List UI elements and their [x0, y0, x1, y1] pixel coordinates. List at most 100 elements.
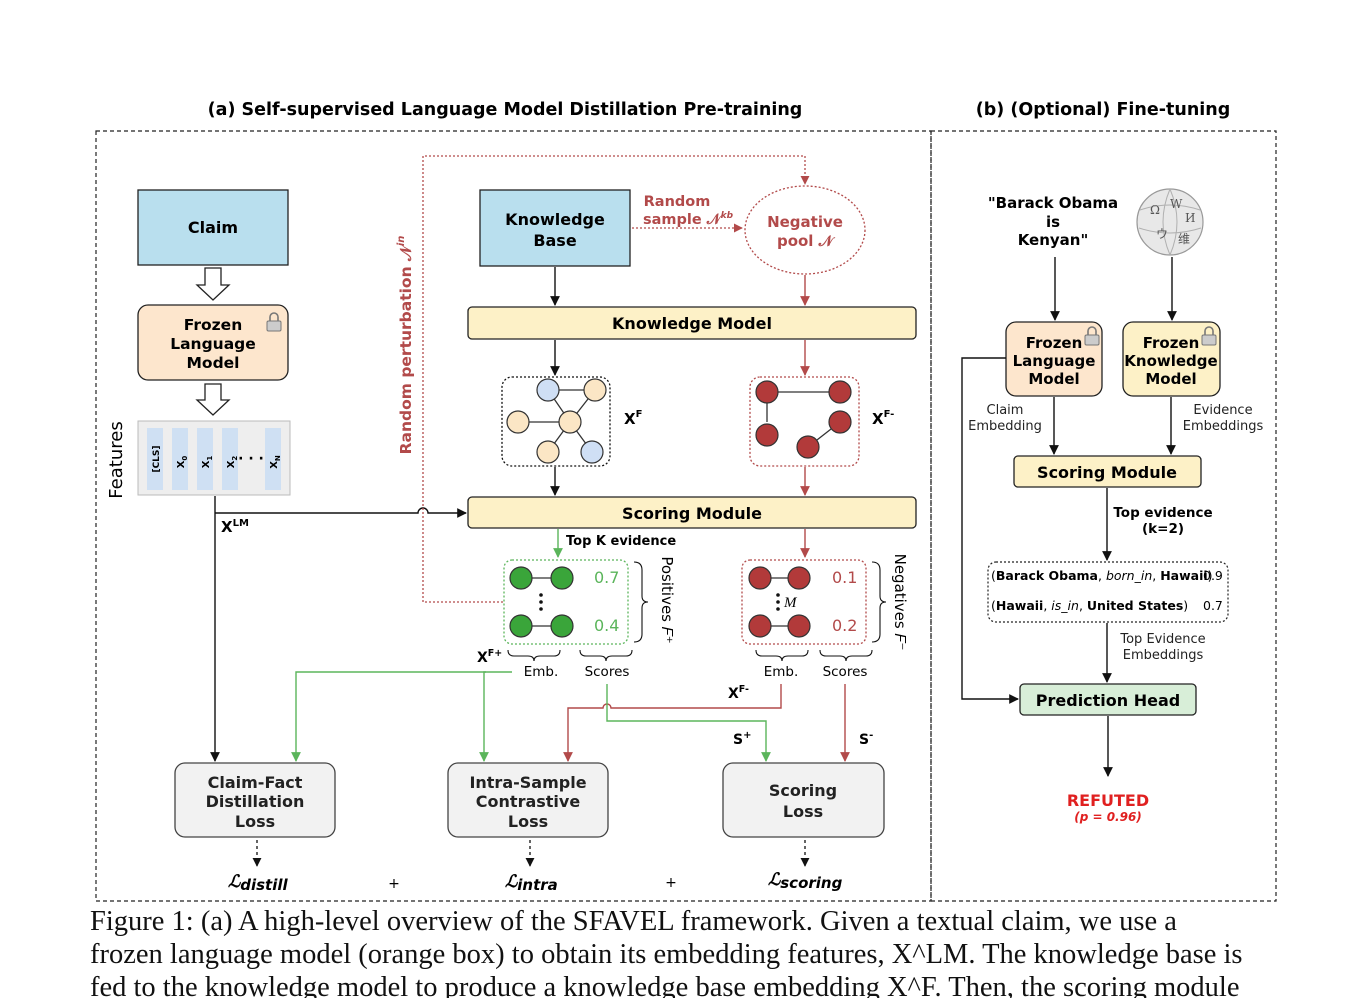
top-k-label: Top K evidence [566, 534, 676, 549]
ft-scoring-module-box [1013, 455, 1202, 488]
svg-text:Random perturbation 𝒩in: Random perturbation 𝒩in [396, 236, 415, 455]
figure-caption: Figure 1: (a) A high-level overview of t… [90, 905, 1280, 998]
ft-frozen-lm-line1: Frozen [1026, 334, 1083, 352]
distill-loss-line1: Claim-Fact [208, 773, 303, 792]
svg-text:W: W [1170, 197, 1183, 211]
scores-label-pos: Scores [585, 664, 630, 680]
l-intra: ℒintra [505, 872, 558, 894]
neg-graph-box [749, 376, 860, 467]
evidence-embeddings-line1: Evidence [1193, 403, 1252, 418]
emb-brace-neg [755, 649, 809, 662]
graph-node [796, 435, 820, 459]
xf-neg2-label: XF- [728, 684, 749, 702]
feature-token-x0-sub: 0 [181, 456, 189, 461]
claim-text-line2: is [1046, 213, 1060, 231]
plus-sign-2: + [665, 875, 677, 891]
svg-text:sample 𝒩kb: sample 𝒩kb [643, 211, 734, 228]
m-label: M [783, 595, 798, 611]
kb-line2: Base [533, 231, 577, 250]
knowledge-model-box [467, 306, 917, 340]
svg-text:X2: X2 [226, 456, 239, 469]
panel-b-border [930, 130, 1277, 902]
feature-token-x0 [172, 428, 188, 490]
frozen-lm-line3: Model [187, 354, 240, 372]
ft-frozen-lm-line3: Model [1028, 370, 1079, 388]
feature-tokens: [CLS] X0 X1 X2 · · · XN [147, 428, 282, 490]
feature-token-xn-sub: N [274, 455, 282, 461]
evidence-embeddings-line2: Embeddings [1183, 419, 1264, 434]
negative-pool-ellipse [744, 185, 866, 275]
graph-node [787, 566, 811, 590]
feature-token-cls [147, 428, 163, 490]
scoring-loss-box [722, 762, 885, 838]
ft-scoring-module-label: Scoring Module [1037, 463, 1177, 482]
ft-frozen-km-line2: Knowledge [1124, 352, 1217, 370]
feature-token-x1 [197, 428, 213, 490]
scores-brace-pos [579, 649, 633, 662]
feature-token-x2-sub: 2 [231, 456, 239, 461]
graph-node [506, 410, 530, 434]
graph-node [550, 614, 574, 638]
graph-node [580, 440, 604, 464]
negatives-brace [871, 561, 887, 643]
emb-label-pos: Emb. [524, 664, 559, 680]
svg-text:ウ: ウ [1156, 227, 1168, 241]
ft-frozen-lm-box [1005, 321, 1103, 397]
ft-frozen-km-box [1122, 321, 1221, 397]
claim-box [137, 189, 289, 266]
feature-token-x1-text: X [201, 460, 212, 468]
graph-node [583, 378, 607, 402]
feature-token-x0-text: X [176, 460, 187, 468]
evidence-box [987, 561, 1229, 623]
ft-frozen-lm-line2: Language [1013, 352, 1096, 370]
graph-node [536, 440, 560, 464]
arrow-xlm-scoring [215, 507, 467, 518]
feature-token-x1-sub: 1 [206, 456, 214, 461]
feature-token-xn-text: X [269, 461, 280, 469]
kb-graph-nodes [506, 378, 607, 464]
evidence-score-2: 0.7 [1203, 598, 1223, 613]
feature-token-x2 [222, 428, 238, 490]
positive-score-2: 0.4 [594, 616, 619, 635]
claim-text-line1: "Barack Obama [988, 194, 1118, 212]
random-sample-line2: sample 𝒩 [643, 212, 724, 228]
claim-embedding-line1: Claim [987, 403, 1024, 418]
top-evidence-line1: Top evidence [1113, 505, 1212, 521]
features-label: Features [106, 421, 127, 498]
arrow-pos-emb-distill [291, 671, 512, 762]
hollow-arrow-lm-features [195, 383, 231, 416]
claim-text-line3: Kenyan" [1018, 231, 1089, 249]
top-evidence-line2: (k=2) [1142, 521, 1184, 537]
claim-embedding-line2: Embedding [968, 419, 1042, 434]
knowledge-base-box [479, 189, 631, 267]
positives-box [503, 559, 629, 645]
positive-nodes [509, 566, 574, 638]
l-scoring: ℒscoring [768, 870, 843, 892]
negative-score-2: 0.2 [832, 616, 857, 635]
graph-node [755, 380, 779, 404]
prediction-head-box [1019, 683, 1197, 716]
random-perturbation-label: Random perturbation 𝒩 [397, 243, 415, 454]
graph-node [558, 410, 582, 434]
negative-pool-line2: pool 𝒩 [777, 232, 836, 250]
svg-text:X1: X1 [201, 456, 214, 469]
graph-node [550, 566, 574, 590]
top-evidence-embeddings-line1: Top Evidence [1119, 632, 1205, 647]
arrow-pos-scores-scoring [606, 684, 771, 762]
random-perturbation-sup: in [396, 236, 407, 247]
plus-sign-1: + [388, 876, 400, 892]
graph-node [828, 410, 852, 434]
feature-token-cls-text: [CLS] [152, 445, 162, 472]
feature-dots: · · · [238, 451, 264, 467]
frozen-lm-line1: Frozen [184, 316, 242, 334]
arrow-neg-emb-intra [563, 684, 782, 762]
intra-loss-line1: Intra-Sample [469, 773, 586, 792]
graph-node [509, 566, 533, 590]
caption-line-1: Figure 1: (a) A high-level overview of t… [90, 906, 1177, 937]
neg-graph-nodes [755, 380, 852, 459]
feature-token-xn [265, 428, 281, 490]
positives-label: Positives 𝐹⁺ [658, 556, 676, 643]
scores-label-neg: Scores [823, 664, 868, 680]
negatives-label: Negatives 𝐹⁻ [891, 554, 909, 651]
